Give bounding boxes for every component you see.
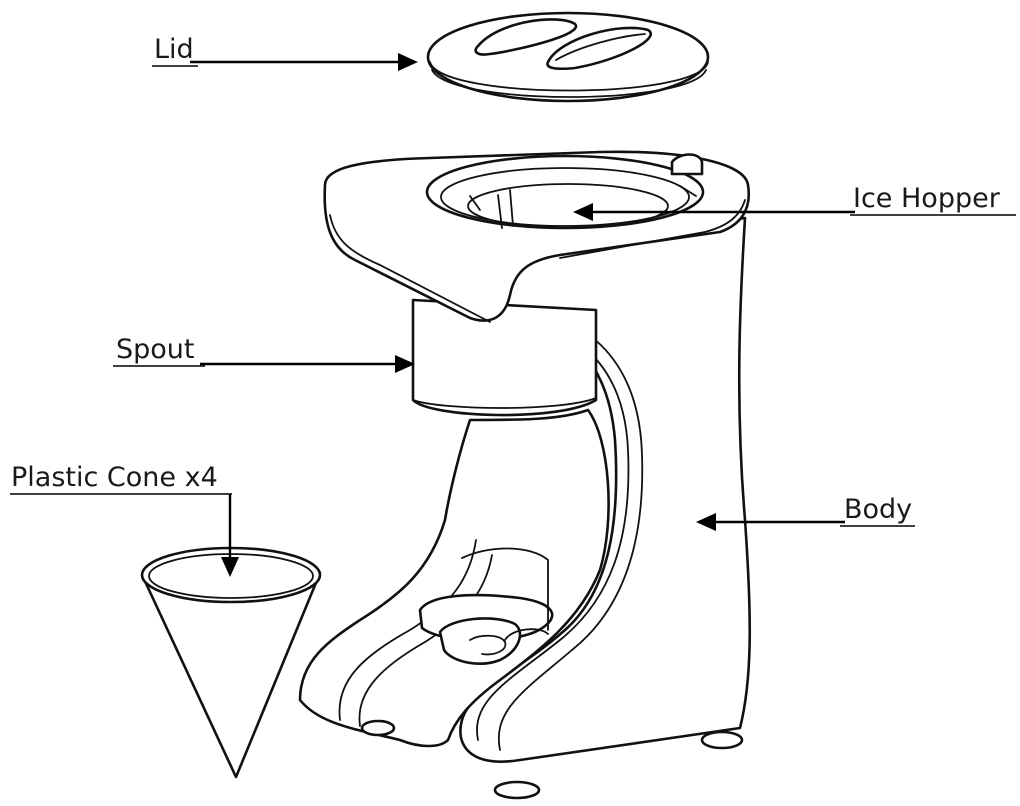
lid-arrowhead: [398, 53, 418, 71]
plastic-cone-illustration: [142, 548, 320, 777]
lid-label: Lid: [154, 34, 194, 65]
ice-hopper-label: Ice Hopper: [853, 183, 1001, 214]
body-label: Body: [844, 494, 912, 525]
plastic-cone-label: Plastic Cone x4: [11, 462, 218, 493]
spout-label: Spout: [116, 334, 195, 365]
body-illustration: [300, 152, 750, 798]
lid-illustration: [428, 13, 708, 101]
